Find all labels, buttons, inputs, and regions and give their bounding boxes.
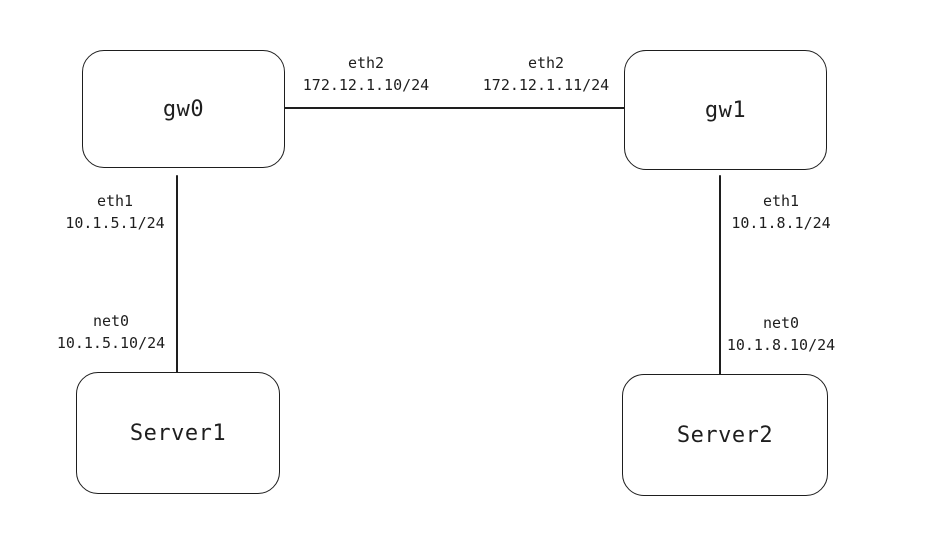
interface-ip: 172.12.1.10/24 — [302, 76, 430, 94]
interface-label-server1-net0: net0 10.1.5.10/24 — [46, 310, 176, 354]
interface-label-gw0-eth2: eth2 172.12.1.10/24 — [296, 52, 436, 96]
interface-name: eth1 — [762, 192, 800, 210]
interface-ip: 172.12.1.11/24 — [482, 76, 610, 94]
node-gw0-label: gw0 — [162, 96, 205, 122]
interface-ip: 10.1.5.10/24 — [56, 334, 166, 352]
interface-name: eth2 — [527, 54, 565, 72]
node-server2-label: Server2 — [676, 422, 774, 448]
node-server1-label: Server1 — [129, 420, 227, 446]
interface-name: eth1 — [96, 192, 134, 210]
node-gw0[interactable]: gw0 — [82, 50, 285, 168]
interface-ip: 10.1.8.1/24 — [731, 214, 831, 232]
node-gw1-label: gw1 — [704, 97, 747, 123]
node-server2[interactable]: Server2 — [622, 374, 828, 496]
interface-label-gw1-eth1: eth1 10.1.8.1/24 — [716, 190, 846, 234]
interface-label-gw0-eth1: eth1 10.1.5.1/24 — [50, 190, 180, 234]
interface-label-server2-net0: net0 10.1.8.10/24 — [716, 312, 846, 356]
interface-name: eth2 — [347, 54, 385, 72]
node-server1[interactable]: Server1 — [76, 372, 280, 494]
interface-ip: 10.1.5.1/24 — [65, 214, 165, 232]
interface-name: net0 — [92, 312, 130, 330]
interface-ip: 10.1.8.10/24 — [726, 336, 836, 354]
interface-label-gw1-eth2: eth2 172.12.1.11/24 — [476, 52, 616, 96]
interface-name: net0 — [762, 314, 800, 332]
node-gw1[interactable]: gw1 — [624, 50, 827, 170]
